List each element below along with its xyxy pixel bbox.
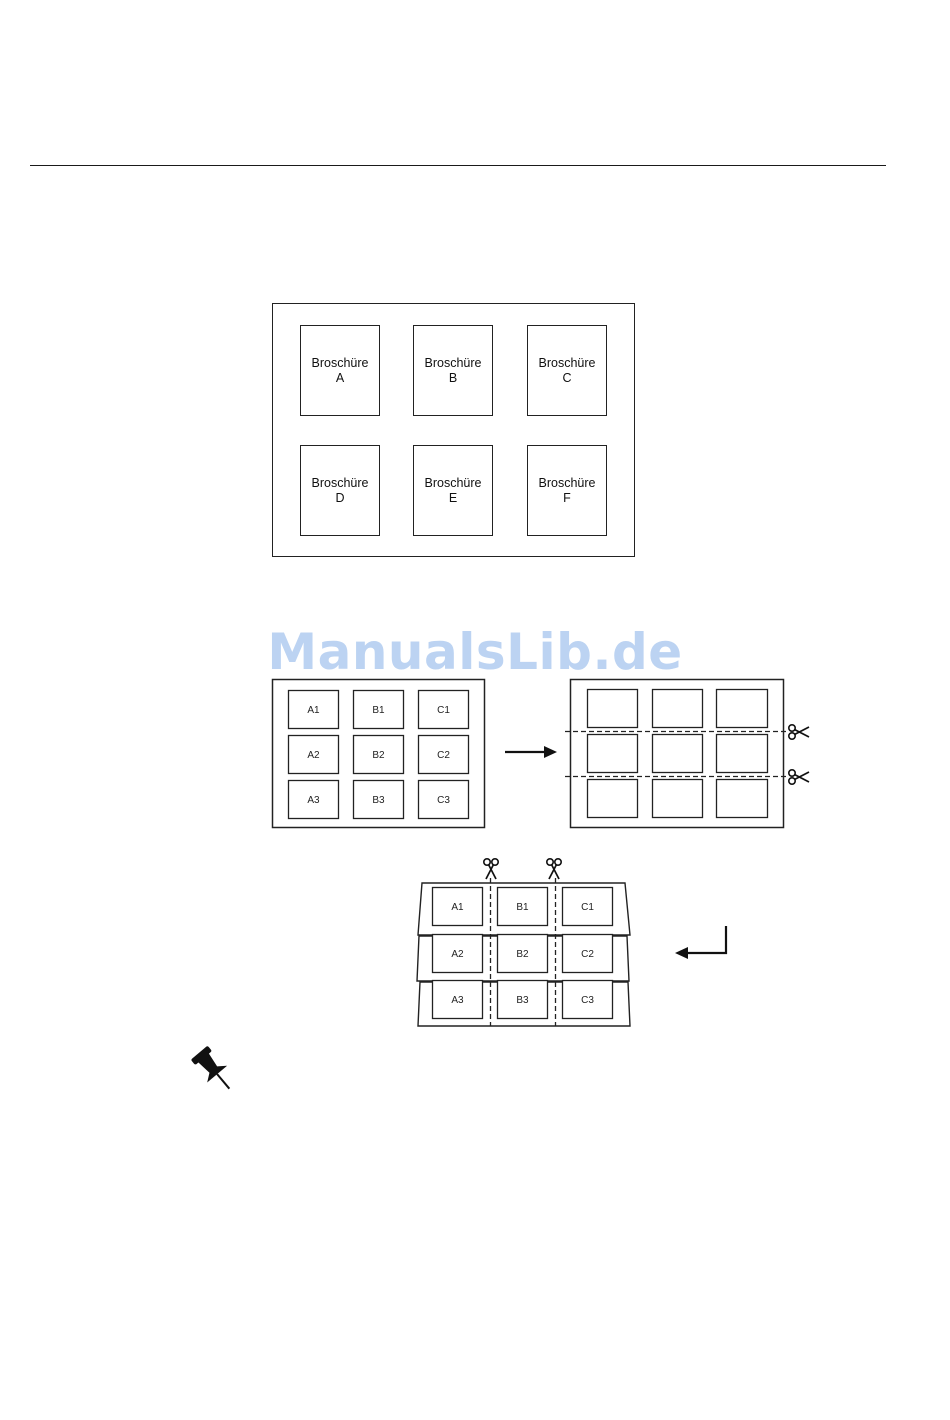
pushpin-icon	[189, 1044, 239, 1097]
cell-label: B3	[372, 795, 385, 806]
strip-cell-a2: A2	[433, 935, 483, 973]
strip-cell-c1: C1	[563, 888, 613, 926]
cell-label: A1	[307, 705, 320, 716]
grid-cell-c3: C3	[419, 781, 469, 819]
strip-cell-c3: C3	[563, 981, 613, 1019]
grid-cell-b3: B3	[354, 781, 404, 819]
cell-label: A3	[307, 795, 320, 806]
grid-cell-c2: C2	[419, 736, 469, 774]
cell-label: B3	[516, 995, 529, 1006]
scissors-icon	[789, 770, 809, 784]
grid-cell-b2: B2	[354, 736, 404, 774]
cell-label: A2	[307, 750, 320, 761]
cell-label: B2	[516, 949, 529, 960]
grid-cell-a3: A3	[289, 781, 339, 819]
cell-label: C2	[581, 949, 594, 960]
grid-cell-c1: C1	[419, 691, 469, 729]
cell-label: C3	[437, 795, 450, 806]
cell-label: C3	[581, 995, 594, 1006]
cell-label: C1	[437, 705, 450, 716]
scissors-icon	[484, 859, 498, 879]
grid-cell-b1: B1	[354, 691, 404, 729]
cell-label: C2	[437, 750, 450, 761]
strip-cell-b2: B2	[498, 935, 548, 973]
sheet-horizontal-cuts	[565, 680, 788, 828]
cell-label: A2	[451, 949, 464, 960]
strip-cell-b1: B1	[498, 888, 548, 926]
return-arrow-icon	[675, 926, 726, 959]
scissors-icon	[547, 859, 561, 879]
grid-cell-a2: A2	[289, 736, 339, 774]
strip-cell-a1: A1	[433, 888, 483, 926]
grid-cell-a1: A1	[289, 691, 339, 729]
cell-label: C1	[581, 902, 594, 913]
cell-label: A1	[451, 902, 464, 913]
strip-cell-a3: A3	[433, 981, 483, 1019]
cell-label: A3	[451, 995, 464, 1006]
arrow-right-icon	[505, 746, 557, 758]
strip-cell-b3: B3	[498, 981, 548, 1019]
cell-label: B1	[516, 902, 529, 913]
scissors-icon	[789, 725, 809, 739]
cell-label: B2	[372, 750, 385, 761]
cell-label: B1	[372, 705, 385, 716]
strip-cell-c2: C2	[563, 935, 613, 973]
